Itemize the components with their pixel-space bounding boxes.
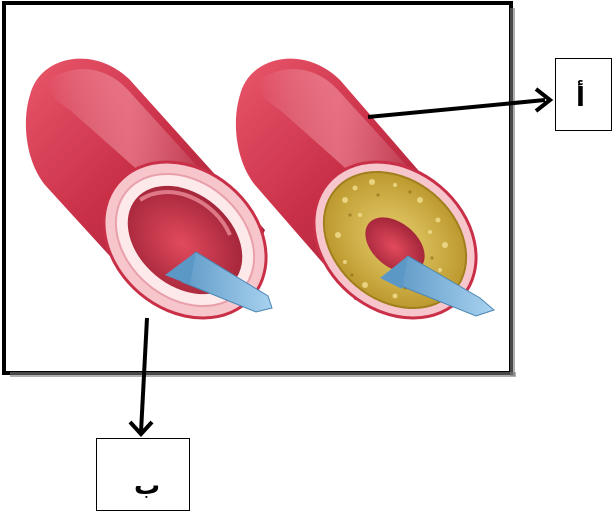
label-box-b: ب: [96, 438, 190, 511]
label-b: ب: [134, 473, 160, 499]
frame-shadow: [10, 372, 516, 377]
label-box-a: أ: [555, 58, 612, 131]
label-a: أ: [576, 85, 585, 111]
frame-shadow-side: [510, 8, 515, 376]
